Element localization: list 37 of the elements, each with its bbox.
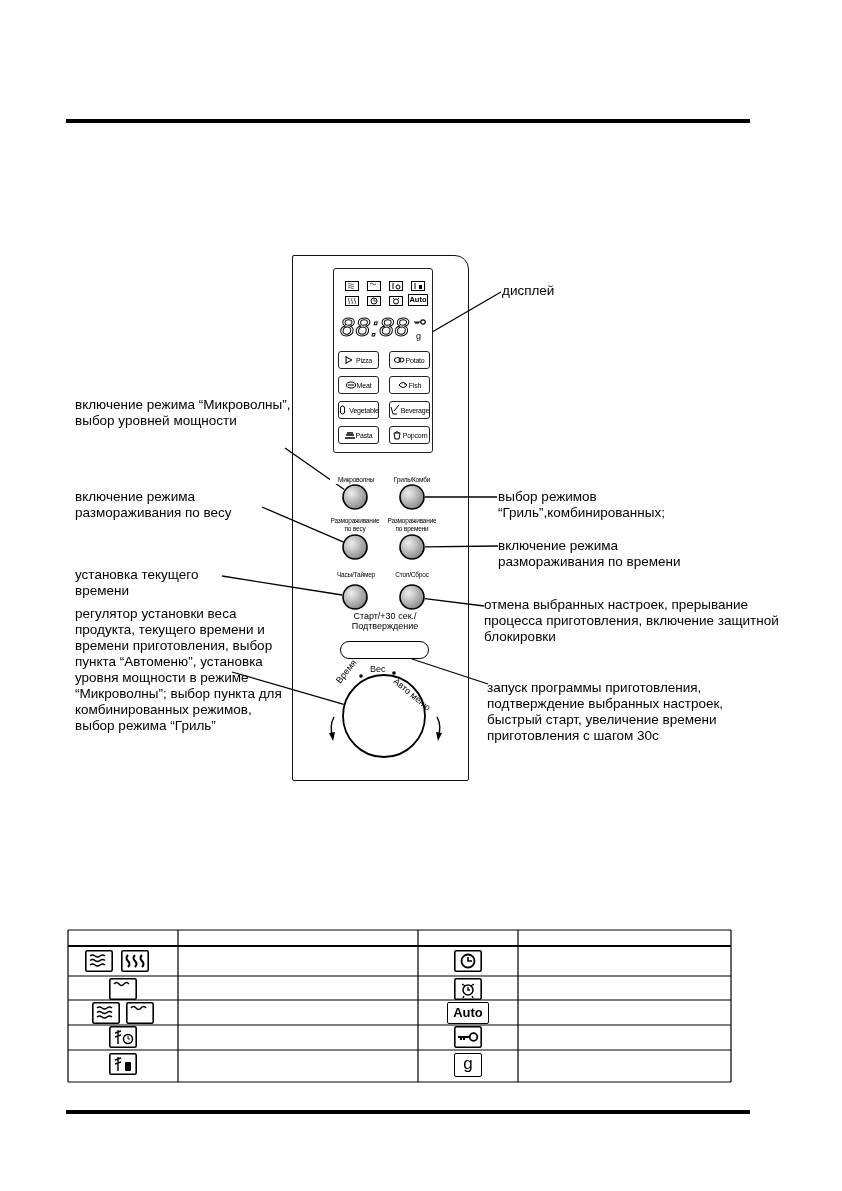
food-key <box>338 426 379 444</box>
round-button <box>399 584 425 610</box>
leader-line <box>284 447 345 491</box>
round-button <box>342 584 368 610</box>
leader-line <box>231 671 345 705</box>
callout-text: включение режима размораживания по весу <box>75 489 275 521</box>
auto-indicator: Auto <box>447 1002 489 1024</box>
callout-text: включение режима “Микроволны”, выбор уровней мощности <box>75 397 300 429</box>
food-key <box>389 401 430 419</box>
food-key <box>338 351 379 369</box>
display-panel <box>333 268 433 453</box>
leader-line <box>432 291 502 333</box>
round-button <box>342 484 368 510</box>
leader-line <box>261 506 344 543</box>
round-button <box>399 484 425 510</box>
callout-text: выбор режимов “Гриль”,комбинированных; <box>498 489 708 521</box>
leader-line <box>411 658 489 685</box>
leader-line <box>424 496 498 498</box>
round-button <box>342 534 368 560</box>
round-button <box>399 534 425 560</box>
callout-text: отмена выбранных настроек, прерывание процесса приготовления, включение защитной блокировки <box>484 597 784 645</box>
food-key <box>338 376 379 394</box>
callout-text: запуск программы приготовления, подтверждение выбранных настроек, быстрый старт, увеличение времени приготовления с шагом 30с <box>487 680 727 744</box>
callout-text: дисплей <box>502 283 582 299</box>
leader-line <box>424 597 485 607</box>
callout-text: регулятор установки веса продукта, текущего времени и времени приготовления, выбор пункта “Автоменю”, установка уровня мощности в режиме “Микроволны”; выбор пункта для комбинированных режимов, выбор режима “Гриль” <box>75 606 290 734</box>
leader-line <box>424 545 499 548</box>
food-key <box>389 426 430 444</box>
callout-text: включение режима размораживания по времени <box>498 538 708 570</box>
button-label: Старт/+30 сек./ Подтверждение <box>350 611 420 631</box>
food-key <box>389 376 430 394</box>
callout-text: установка текущего времени <box>75 567 225 599</box>
unit-label: g <box>454 1053 482 1077</box>
leader-line <box>221 575 343 596</box>
dial-scale-label: Вес <box>370 664 386 674</box>
unit-label: g <box>416 331 422 341</box>
food-key <box>389 351 430 369</box>
